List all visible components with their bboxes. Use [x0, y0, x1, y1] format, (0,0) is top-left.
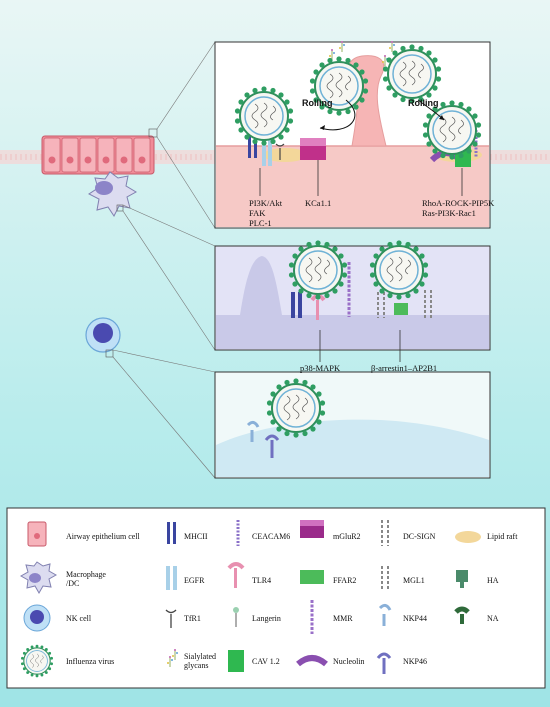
nkp44-receptor: [246, 420, 260, 442]
panel-bottom: [214, 371, 491, 479]
legend-label: MMR: [333, 614, 353, 623]
tlr4-icon: [227, 562, 245, 588]
tfr1-icon: [165, 609, 177, 628]
mgl1-icon: [381, 566, 389, 590]
zoom-connectors: [112, 41, 216, 479]
nkp44-icon: [378, 603, 392, 626]
legend-label: Langerin: [252, 614, 281, 623]
tfr1-receptor: [275, 143, 285, 160]
dc-sign-icon: [381, 520, 389, 546]
airway-epithelium-icon: [27, 521, 47, 547]
lipid-raft: [263, 148, 307, 162]
legend-label: Lipid raft: [487, 532, 518, 541]
mglur2-icon: [300, 520, 324, 538]
legend-label: Airway epithelium cell: [66, 532, 140, 541]
nucleolin-icon: [296, 655, 328, 667]
dc-sign-receptor: [377, 292, 385, 318]
legend-label: MHCII: [184, 532, 208, 541]
ha-icon: [456, 570, 468, 588]
macrophage-cell: [88, 171, 137, 217]
mhcii-receptor: [291, 292, 302, 318]
legend-label: Influenza virus: [66, 657, 115, 666]
nk-cell: [85, 317, 121, 358]
lipid-raft-icon: [455, 531, 481, 543]
pathway-label-pi3k: PI3K/Akt FAK PLC-1: [249, 198, 282, 228]
pathway-line: RhoA-ROCK-PIP5K: [422, 198, 495, 208]
legend-label: EGFR: [184, 576, 205, 585]
legend-label: NA: [487, 614, 499, 623]
egfr-receptor: [262, 140, 272, 166]
panel-top: [214, 40, 491, 229]
legend-label: MGL1: [403, 576, 425, 585]
pathway-line: FAK: [249, 208, 266, 218]
legend-label: Nucleolin: [333, 657, 365, 666]
legend-label: Macrophage /DC: [66, 570, 106, 588]
legend-label: NKP44: [403, 614, 428, 623]
macrophage-icon: [19, 561, 58, 595]
kca11-channel: [300, 138, 326, 160]
pathway-line: PLC-1: [249, 218, 272, 228]
legend-label: TLR4: [252, 576, 272, 585]
mhcii-receptor: [248, 136, 257, 158]
langerin-icon: [233, 607, 239, 627]
egfr-icon: [166, 566, 177, 590]
nk-cell-icon: [23, 604, 51, 632]
legend-label: DC-SIGN: [403, 532, 436, 541]
na-icon: [454, 606, 470, 624]
legend-label: NK cell: [66, 614, 92, 623]
pathway-line: PI3K/Akt: [249, 198, 283, 208]
legend-label: FFAR2: [333, 576, 357, 585]
legend-label: TfR1: [184, 614, 201, 623]
nkp46-receptor: [264, 434, 280, 458]
mhcii-icon: [167, 522, 176, 544]
pathway-label-p38: p38-MAPK: [300, 363, 341, 373]
legend-label: mGluR2: [333, 532, 361, 541]
ffar2-receptor: [394, 303, 408, 315]
ffar2-icon: [300, 570, 324, 584]
pathway-line: Ras-PI3K-Rac1: [422, 208, 476, 218]
legend-box: [6, 507, 546, 689]
pathway-label-arrestin: β-arrestin1–AP2B1: [371, 363, 438, 373]
legend-label: CAV 1.2: [252, 657, 280, 666]
pathway-label-kca: KCa1.1: [305, 198, 332, 208]
rolling-label-left: Rolling: [302, 98, 333, 108]
cav12-icon: [228, 650, 244, 672]
pathway-label-rhoa: RhoA-ROCK-PIP5K Ras-PI3K-Rac1: [422, 198, 494, 218]
legend-label: HA: [487, 576, 499, 585]
legend-label: NKP46: [403, 657, 428, 666]
airway-epithelium: [41, 128, 158, 175]
legend-label: Sialylated glycans: [184, 652, 216, 670]
rolling-label-right: Rolling: [408, 98, 439, 108]
panel-middle: [214, 239, 491, 362]
nkp46-icon: [376, 652, 392, 674]
legend-label: CEACAM6: [252, 532, 291, 541]
